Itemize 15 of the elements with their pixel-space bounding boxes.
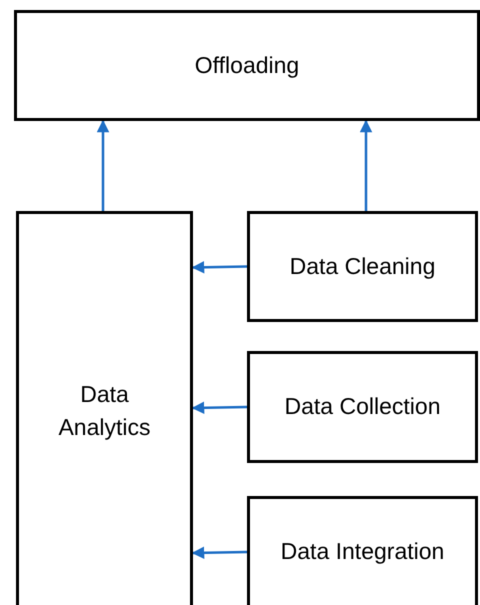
arrow [192,402,248,414]
box-label: Data Collection [284,392,440,422]
process-box [247,211,478,322]
process-box [247,496,478,605]
title-box [14,10,480,121]
box-label: Data Integration [280,537,444,566]
process-box [16,211,193,605]
arrow [96,120,110,211]
arrow [192,546,248,560]
arrow [192,261,248,274]
arrow [360,120,372,211]
box-label: Data Analytics [57,380,152,442]
box-label: Offloading [194,50,300,80]
box-label: Data Cleaning [290,252,436,281]
process-box [247,351,478,463]
